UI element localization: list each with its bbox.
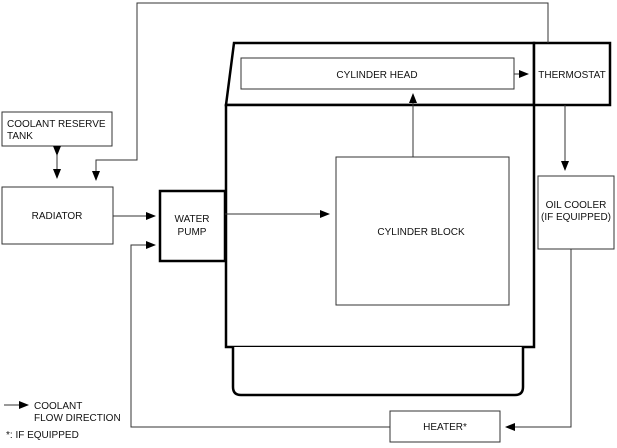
flow-oil-cooler-to-heater: [505, 249, 572, 431]
water-pump-label-2: PUMP: [178, 227, 207, 238]
thermostat-box: [532, 41, 612, 107]
radiator-label: RADIATOR: [32, 211, 83, 222]
water-pump-label-1: WATER: [175, 214, 210, 225]
legend: COOLANT FLOW DIRECTION *: IF EQUIPPED: [4, 401, 121, 441]
oil-cooler-label-2: (IF EQUIPPED): [541, 212, 611, 223]
legend-footnote: *: IF EQUIPPED: [6, 430, 79, 441]
engine-oil-pan: [231, 347, 525, 397]
legend-flow-label-1: COOLANT: [34, 401, 82, 412]
thermostat-label: THERMOSTAT: [538, 70, 605, 81]
coolant-reserve-tank-label-1: COOLANT RESERVE: [7, 119, 106, 130]
cylinder-head-label: CYLINDER HEAD: [336, 70, 417, 81]
oil-cooler-label-1: OIL COOLER: [546, 200, 607, 211]
cylinder-block-box: [335, 156, 510, 306]
coolant-reserve-tank-label-2: TANK: [7, 131, 33, 142]
flow-heater-to-pump: [130, 241, 390, 428]
legend-flow-label-2: FLOW DIRECTION: [34, 413, 121, 424]
water-pump-box: [158, 189, 227, 263]
oil-cooler-box: [537, 175, 615, 250]
heater-label: HEATER*: [423, 422, 467, 433]
flow-lines: [53, 2, 572, 431]
flow-thermostat-to-radiator: [92, 2, 549, 181]
cylinder-block-label: CYLINDER BLOCK: [377, 227, 465, 238]
